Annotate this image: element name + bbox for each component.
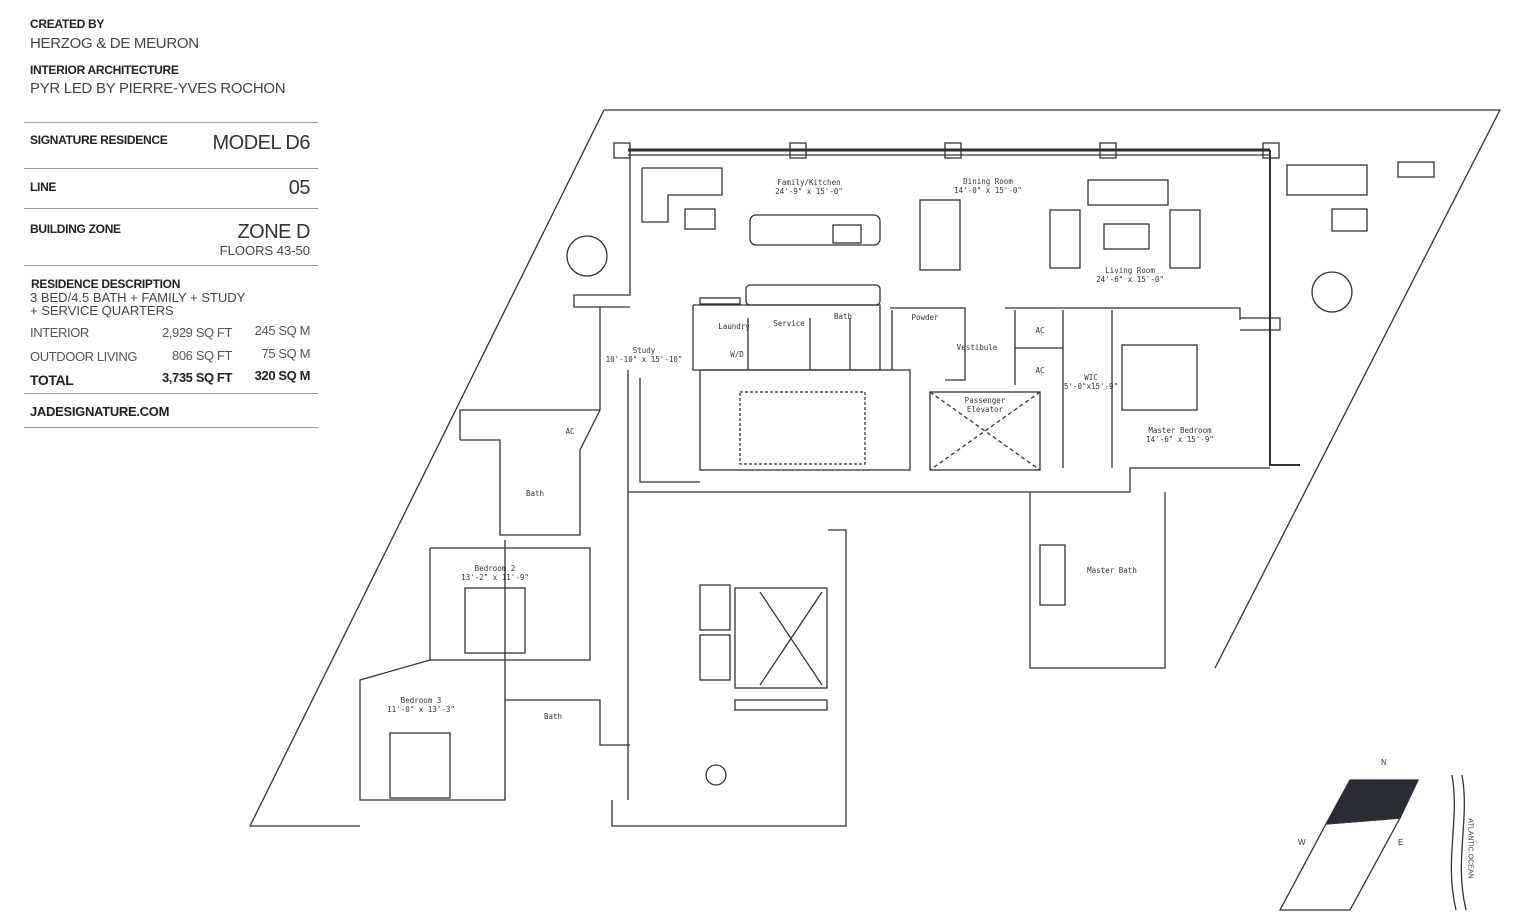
- room-ac: AC: [565, 427, 575, 436]
- site-outline: [1278, 817, 1402, 911]
- model-row: SIGNATURE RESIDENCE MODEL D6: [24, 122, 318, 169]
- room-bath-3: Bath: [543, 712, 563, 721]
- coastline: [1450, 774, 1467, 911]
- room-ac: AC: [1035, 366, 1045, 375]
- description-label: RESIDENCE DESCRIPTION: [31, 277, 181, 291]
- line-row: LINE 05: [24, 168, 318, 209]
- website-link[interactable]: JADESIGNATURE.COM: [30, 404, 170, 419]
- description-row: RESIDENCE DESCRIPTION 3 BED/4.5 BATH + F…: [24, 265, 318, 394]
- total-label: TOTAL: [30, 372, 74, 388]
- created-by: HERZOG & DE MEURON: [30, 35, 199, 52]
- line-value: 05: [288, 177, 311, 199]
- compass-east: E: [1398, 838, 1404, 847]
- total-sqm: 320 SQ M: [254, 368, 311, 383]
- terrace-outline-left: [248, 109, 605, 827]
- room-vestibule: Vestibule: [956, 343, 998, 352]
- ocean-label: ATLANTIC OCEAN: [1466, 818, 1474, 879]
- room-powder: Powder: [911, 313, 939, 322]
- room-master-bath: Master Bath: [1087, 566, 1137, 575]
- room-bath-2: Bath: [525, 489, 545, 498]
- interior-sqm: 245 SQ M: [254, 323, 311, 338]
- interior-architecture-label: INTERIOR ARCHITECTURE: [30, 63, 179, 77]
- room-ac: AC: [1035, 326, 1045, 335]
- total-sqft: 3,735 SQ FT: [161, 370, 232, 385]
- zone-label: BUILDING ZONE: [30, 222, 121, 236]
- zone-value: ZONE D: [237, 221, 310, 243]
- description-text: 3 BED/4.5 BATH + FAMILY + STUDY + SERVIC…: [30, 290, 246, 318]
- room-service: Service: [773, 319, 805, 328]
- interior-label: INTERIOR: [30, 325, 89, 340]
- line-label: LINE: [30, 180, 57, 194]
- room-wd: W/D: [730, 350, 744, 359]
- floors-value: FLOORS 43-50: [219, 243, 310, 258]
- outdoor-sqm: 75 SQ M: [261, 346, 311, 361]
- room-service-bath: Bath: [833, 312, 853, 321]
- zone-row: BUILDING ZONE ZONE D FLOORS 43-50: [24, 208, 318, 266]
- residence-label: SIGNATURE RESIDENCE: [30, 133, 168, 147]
- compass-north: N: [1381, 758, 1387, 767]
- outdoor-sqft: 806 SQ FT: [172, 348, 232, 363]
- website-row: JADESIGNATURE.COM: [24, 393, 318, 428]
- interior-architecture: PYR LED BY PIERRE-YVES ROCHON: [30, 80, 286, 97]
- compass-west: W: [1298, 838, 1306, 847]
- terrace-outline: [604, 109, 1502, 669]
- created-by-label: CREATED BY: [30, 17, 105, 31]
- model-value: MODEL D6: [212, 132, 310, 154]
- building-footprint: [1324, 779, 1420, 825]
- room-laundry: Laundry: [718, 322, 750, 331]
- interior-sqft: 2,929 SQ FT: [161, 325, 232, 340]
- outdoor-label: OUTDOOR LIVING: [30, 349, 138, 364]
